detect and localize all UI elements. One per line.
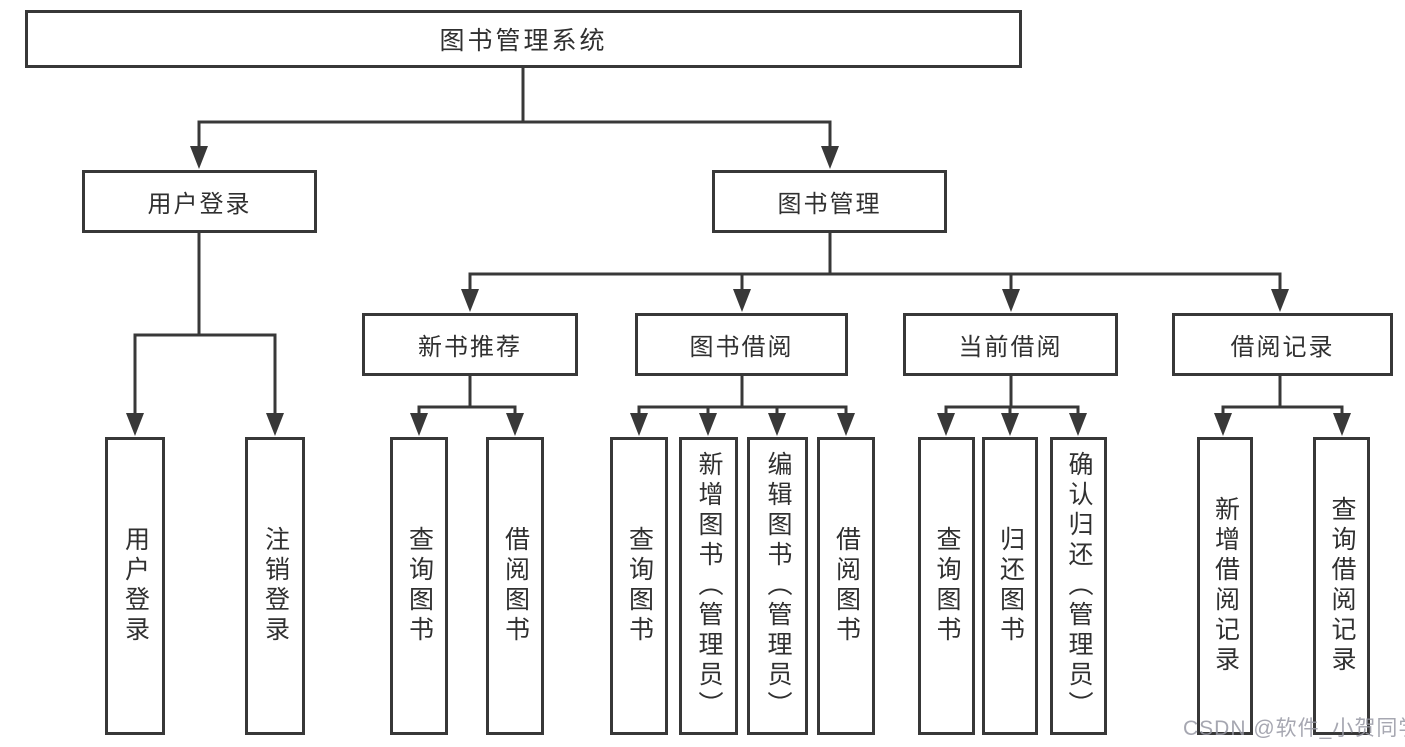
node-book-borrowing: 图书借阅 xyxy=(635,313,848,376)
node-borrowing-records: 借阅记录 xyxy=(1172,313,1393,376)
leaf-add-books-admin: 新增图书（管理员） xyxy=(679,437,738,735)
leaf-query-books-recommend: 查询图书 xyxy=(390,437,448,735)
leaf-query-books-current: 查询图书 xyxy=(918,437,975,735)
node-new-book-recommendation: 新书推荐 xyxy=(362,313,578,376)
leaf-user-login: 用户登录 xyxy=(105,437,165,735)
node-library-system: 图书管理系统 xyxy=(25,10,1022,68)
node-book-management: 图书管理 xyxy=(712,170,947,233)
connector-lines xyxy=(133,68,1344,416)
leaf-add-borrow-record: 新增借阅记录 xyxy=(1197,437,1253,735)
leaf-edit-books-admin: 编辑图书（管理员） xyxy=(747,437,808,735)
node-current-borrowing: 当前借阅 xyxy=(903,313,1118,376)
leaf-logout: 注销登录 xyxy=(245,437,305,735)
arrowhead-icons xyxy=(126,146,1351,436)
csdn-watermark: CSDN @软件_小贺同学 xyxy=(1183,717,1405,740)
leaf-borrow-books-recommend: 借阅图书 xyxy=(486,437,544,735)
leaf-borrow-books: 借阅图书 xyxy=(817,437,875,735)
leaf-return-books: 归还图书 xyxy=(982,437,1038,735)
leaf-query-borrow-record: 查询借阅记录 xyxy=(1313,437,1370,735)
leaf-confirm-return-admin: 确认归还（管理员） xyxy=(1050,437,1107,735)
node-user-login: 用户登录 xyxy=(82,170,317,233)
leaf-query-books-borrow: 查询图书 xyxy=(610,437,668,735)
